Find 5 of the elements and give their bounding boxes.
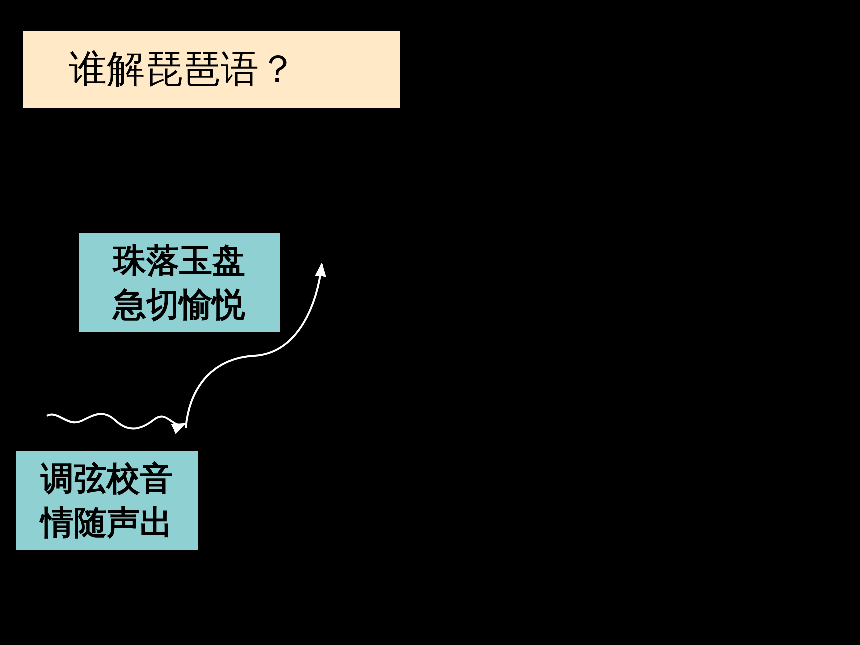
- title-banner: 谁解琵琶语？: [23, 31, 400, 108]
- box-text: 调弦校音情随声出: [38, 458, 174, 544]
- text-box: [79, 233, 280, 332]
- text-box: [16, 451, 198, 550]
- box-text: 珠落玉盘急切愉悦: [112, 240, 246, 326]
